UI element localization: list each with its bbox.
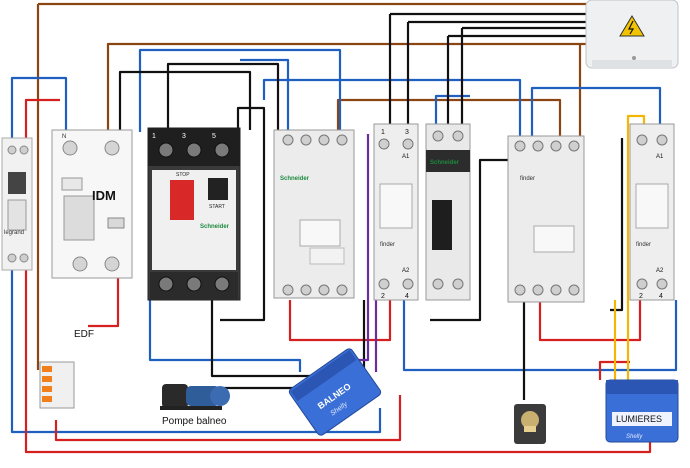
contactor-1: Schneider xyxy=(273,129,355,299)
motor-term-3: 3 xyxy=(182,133,186,140)
relay1-a2: A2 xyxy=(402,268,410,274)
wire-black-4 xyxy=(446,34,590,130)
wire-black-8 xyxy=(220,106,266,322)
relay1-brand: finder xyxy=(380,242,395,248)
start-label: START xyxy=(209,204,225,210)
wire-brown-2 xyxy=(106,42,590,132)
wire-black-9 xyxy=(430,158,510,322)
mini-breaker-brand: Schneider xyxy=(430,160,460,166)
wire-blue-bottom xyxy=(10,270,382,434)
wire-blue-4 xyxy=(530,86,662,140)
relay2-a1: A1 xyxy=(656,154,664,160)
relay1-a1: A1 xyxy=(402,154,410,160)
motor-term-5: 5 xyxy=(212,133,216,140)
wire-blue-top xyxy=(138,48,342,132)
contactor2-brand: finder xyxy=(520,176,535,182)
wago-connectors xyxy=(39,361,75,409)
wire-red-3 xyxy=(288,300,392,342)
finder-relay-1: 1 3 A1 finder A2 2 4 xyxy=(373,123,419,301)
wire-black-3 xyxy=(406,20,590,130)
relay1-term-3: 3 xyxy=(405,129,409,136)
wire-black-11 xyxy=(210,300,330,378)
relay2-a2: A2 xyxy=(656,268,664,274)
edf-label: EDF xyxy=(74,329,94,340)
wire-yellow-1 xyxy=(626,114,646,380)
relay2-term-2: 2 xyxy=(639,293,643,300)
stop-label: STOP xyxy=(176,172,190,178)
junction-box xyxy=(585,0,679,69)
shelly-balneo: BALNEO Shelly xyxy=(288,348,382,436)
contactor1-brand: Schneider xyxy=(280,176,310,182)
mini-breaker: Schneider xyxy=(425,123,471,301)
relay2-term-4: 4 xyxy=(659,293,663,300)
wire-black-5 xyxy=(460,26,590,130)
wire-blue-3 xyxy=(262,78,522,140)
breaker-toggle[interactable] xyxy=(432,200,452,250)
wire-blue-left xyxy=(10,76,68,150)
wire-red-5 xyxy=(598,360,630,380)
motor-term-1: 1 xyxy=(152,133,156,140)
finder-relay-2: A1 finder A2 2 4 xyxy=(629,123,675,301)
start-button[interactable] xyxy=(208,178,228,200)
pump-label: Pompe balneo xyxy=(162,416,227,427)
idm-module: N IDM xyxy=(51,129,133,279)
stop-button[interactable] xyxy=(170,180,194,220)
wire-brown-top-1 xyxy=(38,2,622,12)
wire-black-7 xyxy=(166,62,280,132)
relay1-term-4: 4 xyxy=(405,293,409,300)
motor-protector: 1 3 5 STOP START Schneider xyxy=(147,127,241,301)
relay1-term-2: 2 xyxy=(381,293,385,300)
circuit-breaker: legrand xyxy=(1,137,33,271)
wire-red-4 xyxy=(538,300,642,342)
shelly-lumieres: LUMIERES Shelly xyxy=(605,379,679,443)
wire-blue-6 xyxy=(148,300,302,372)
idm-n-label: N xyxy=(62,134,66,140)
wire-black-6 xyxy=(118,70,252,132)
motor-brand: Schneider xyxy=(200,224,230,230)
wire-blue-5 xyxy=(434,94,470,130)
relay1-term-1: 1 xyxy=(381,129,385,136)
breaker-brand: legrand xyxy=(4,230,24,236)
wire-black-14 xyxy=(610,138,624,312)
wire-red-2 xyxy=(54,395,402,442)
wire-red-left xyxy=(24,98,60,150)
light-icon xyxy=(514,404,546,444)
wire-blue-2 xyxy=(240,58,290,132)
wire-red-edf xyxy=(88,278,120,328)
warning-icon xyxy=(619,15,645,37)
lumieres-label: LUMIERES xyxy=(616,414,662,424)
wire-blue-7 xyxy=(402,300,678,372)
contactor-2: finder xyxy=(507,135,585,303)
relay2-brand: finder xyxy=(636,242,651,248)
idm-label: IDM xyxy=(92,188,116,203)
pump-icon xyxy=(160,384,230,410)
lumieres-shelly: Shelly xyxy=(626,434,643,440)
